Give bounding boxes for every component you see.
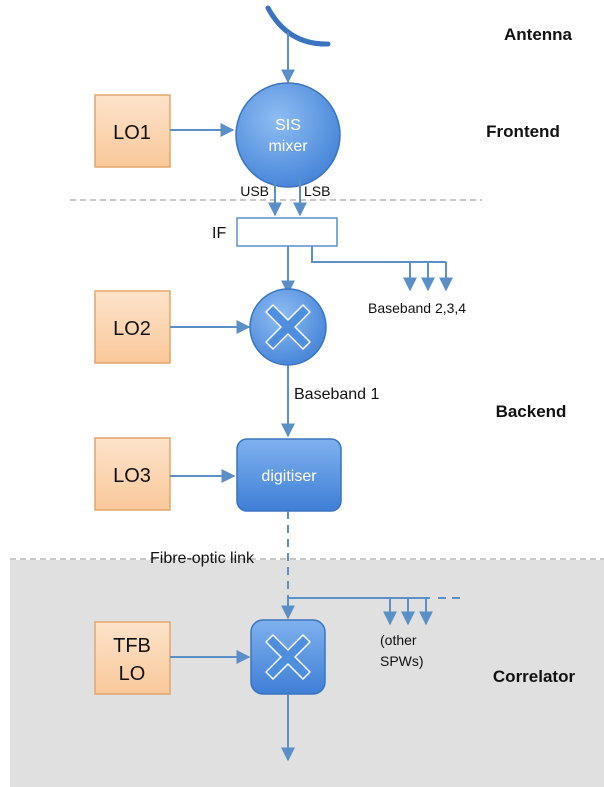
other-spws-line1: (other <box>380 632 417 648</box>
section-label-frontend: Frontend <box>486 122 560 141</box>
sis-label-line2: mixer <box>268 138 308 155</box>
antenna-dish-icon <box>265 5 331 47</box>
lo3-label: LO3 <box>113 465 151 487</box>
fibre-link-label: Fibre-optic link <box>150 550 255 567</box>
tfb-lo-label-line2: LO <box>119 663 146 685</box>
baseband-other-label: Baseband 2,3,4 <box>368 300 466 316</box>
section-label-correlator: Correlator <box>493 667 576 686</box>
usb-label: USB <box>240 183 269 199</box>
if-label: IF <box>212 225 226 242</box>
lsb-label: LSB <box>304 183 330 199</box>
lo1-box <box>94 94 171 168</box>
mixer-cross-icon <box>265 304 311 350</box>
sis-mixer-circle <box>235 82 341 188</box>
lo2-box <box>94 290 171 364</box>
lo2-label: LO2 <box>113 318 151 340</box>
section-label-antenna: Antenna <box>504 25 573 44</box>
sis-label-line1: SIS <box>275 117 301 134</box>
section-label-backend: Backend <box>496 402 567 421</box>
other-spws-line2: SPWs) <box>380 653 424 669</box>
lo1-label: LO1 <box>113 122 151 144</box>
correlator-cross-icon <box>265 634 311 680</box>
lo3-box <box>94 437 171 511</box>
digitiser-label: digitiser <box>261 468 317 485</box>
baseband-1-label: Baseband 1 <box>294 386 380 403</box>
if-box <box>236 217 338 247</box>
baseband-branch-line <box>311 246 446 263</box>
tfb-lo-label-line1: TFB <box>113 635 151 657</box>
